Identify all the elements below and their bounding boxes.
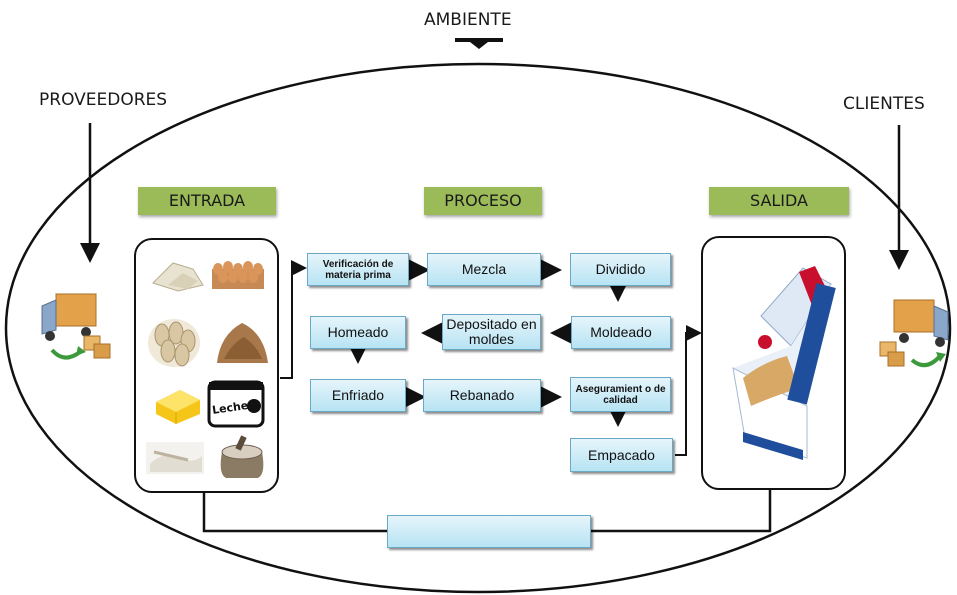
flour-image	[146, 442, 204, 474]
proceso-label: PROCESO	[424, 187, 542, 215]
salida-box	[701, 236, 846, 490]
supplier-truck-icon	[41, 293, 111, 360]
eggs-image	[212, 261, 264, 289]
step-dividido: Dividido	[570, 253, 671, 286]
cheese-image	[152, 262, 204, 292]
step-homeado: Homeado	[310, 316, 406, 349]
ambiente-arrow	[455, 38, 503, 49]
step-empacado: Empacado	[570, 438, 673, 472]
feedback-box	[387, 515, 591, 548]
step-depositado: Depositado en moldes	[442, 314, 541, 350]
ambiente-label: AMBIENTE	[424, 10, 512, 30]
step-mezcla: Mezcla	[427, 253, 541, 286]
milk-label: Leche	[211, 399, 249, 417]
sack-image	[220, 435, 264, 478]
bran-image	[217, 323, 268, 363]
milk-carton-image: Leche	[207, 380, 265, 428]
bread-package-image	[732, 266, 836, 460]
butter-image	[156, 390, 200, 424]
clientes-label: CLIENTES	[843, 94, 925, 114]
step-verificacion: Verificación de materia prima	[307, 253, 409, 286]
entrada-label: ENTRADA	[138, 187, 276, 215]
salida-label: SALIDA	[709, 187, 849, 215]
client-truck-icon	[879, 299, 949, 368]
proveedores-label: PROVEEDORES	[39, 90, 168, 110]
environment-ellipse	[4, 62, 952, 594]
step-enfriado: Enfriado	[310, 379, 406, 412]
process-to-salida-arrow	[675, 325, 702, 456]
nuts-image	[148, 319, 200, 367]
entrada-to-process-arrow	[280, 260, 307, 379]
step-aseguramiento: Aseguramient o de calidad	[570, 377, 671, 412]
step-rebanado: Rebanado	[423, 379, 541, 412]
step-moldeado: Moldeado	[571, 316, 671, 349]
entrada-box: Leche	[134, 238, 279, 493]
